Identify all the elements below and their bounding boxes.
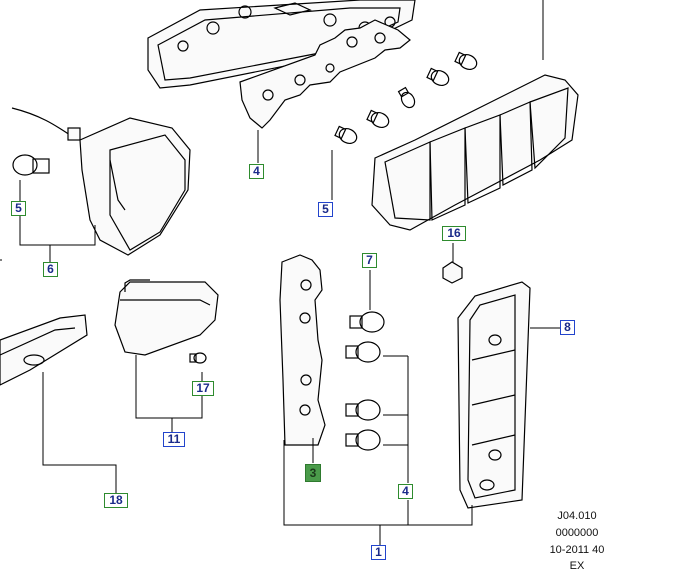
gasket-center (279, 254, 326, 446)
side-lamp-assembly (11, 107, 191, 256)
callout-17[interactable]: 17 (192, 381, 214, 396)
diagram-ref-date: 10-2011 40 (549, 544, 605, 556)
callout-7[interactable]: 7 (362, 253, 377, 268)
callout-8[interactable]: 8 (560, 320, 575, 335)
rear-lamp-housing-top (147, 0, 416, 89)
bulbs-top (334, 51, 478, 144)
clip-16 (442, 261, 463, 284)
callout-3[interactable]: 3 (305, 464, 321, 482)
callout-16[interactable]: 16 (442, 226, 466, 241)
diagram-ref-code: J04.010 (557, 510, 597, 522)
callout-6[interactable]: 6 (43, 262, 58, 277)
callout-4-lower[interactable]: 4 (398, 484, 413, 499)
diagram-ref-market: EX (569, 560, 585, 572)
callout-11[interactable]: 11 (163, 432, 185, 447)
bulb-left (12, 154, 50, 176)
callout-4-upper[interactable]: 4 (249, 164, 264, 179)
bulb-small-17 (189, 352, 207, 364)
callout-5-left[interactable]: 5 (11, 201, 26, 216)
bulbs-center (345, 311, 385, 451)
bulb-holder-plate (239, 19, 411, 129)
callout-1[interactable]: 1 (371, 545, 386, 560)
trim-bar-left (0, 314, 88, 386)
lamp-housing-right (457, 281, 531, 509)
diagram-ref-number: 0000000 (555, 527, 599, 539)
callout-18[interactable]: 18 (104, 493, 128, 508)
callout-5-center[interactable]: 5 (318, 202, 333, 217)
marker-lamp (114, 279, 219, 356)
rear-lamp-lens (371, 74, 579, 231)
